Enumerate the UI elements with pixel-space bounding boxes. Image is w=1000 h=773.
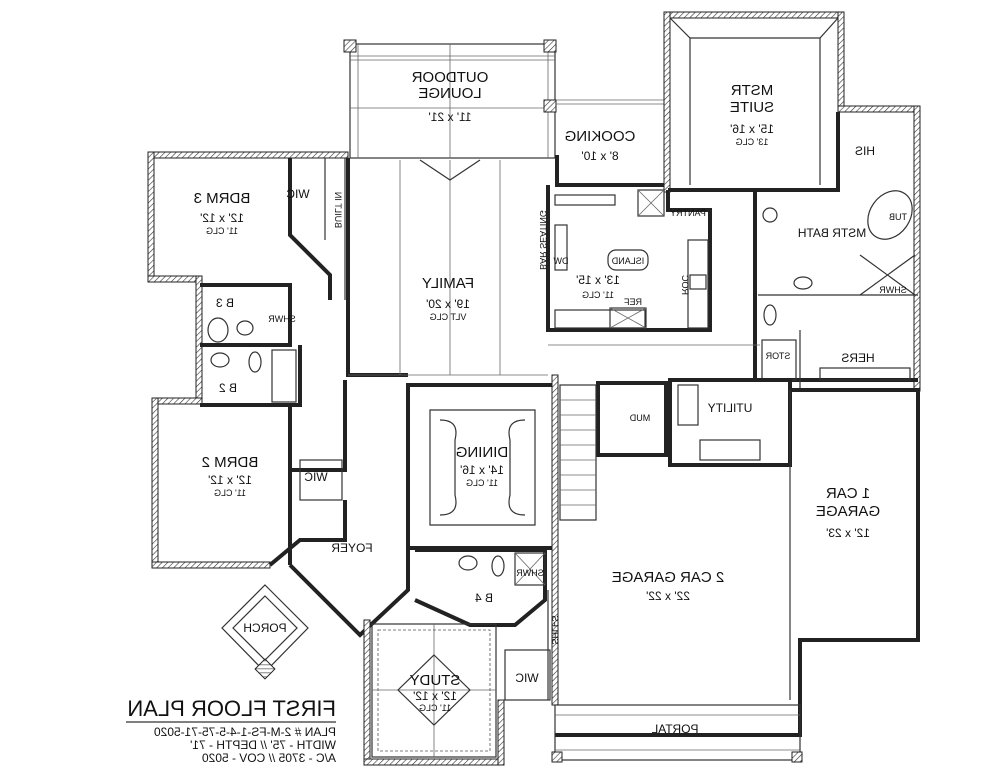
dining-dims: 14' x 16' <box>460 463 504 477</box>
wic-study-label: WIC <box>515 671 539 685</box>
master-wing <box>663 11 921 392</box>
kitchen-clg: 11' CLG <box>582 290 614 300</box>
b2-label: B 2 <box>219 381 237 395</box>
cooking-dims: 8' x 10' <box>581 149 618 163</box>
title-block: FIRST FLOOR PLAN PLAN # 2-M-FS-1-4-5-75-… <box>126 696 336 765</box>
outdoor-lounge-label-2: LOUNGE <box>418 85 481 102</box>
stor-label: STOR <box>765 351 790 361</box>
family-label: FAMILY <box>422 275 474 292</box>
mstr-bath-label: MSTR BATH <box>798 226 866 240</box>
mstr-suite-label-2: SUITE <box>730 99 774 116</box>
family-clg: VLT CLG <box>430 312 467 322</box>
bdrm3-label: BDRM 3 <box>194 190 251 207</box>
bdrm2-clg: 11' CLG <box>214 488 246 498</box>
cooking-label: COOKING <box>565 128 636 145</box>
porch-label: PORCH <box>243 621 286 635</box>
garage2-dims: 22' x 22' <box>646 589 690 603</box>
shlfs-label: SHLFS <box>550 615 560 644</box>
island-label: ISLAND <box>611 256 644 266</box>
wic2-label: WIC <box>304 470 328 484</box>
cooking-area <box>555 99 668 187</box>
kitchen-dims: 13' x 15' <box>576 273 620 287</box>
stairs <box>559 384 597 521</box>
left-wing <box>147 151 349 569</box>
family-room <box>346 158 760 377</box>
bdrm2-label: BDRM 2 <box>202 454 259 471</box>
family-dims: 19' x 20' <box>426 297 470 311</box>
mstr-suite-dims: 15' x 16' <box>730 122 774 136</box>
plan-title: FIRST FLOOR PLAN <box>127 696 336 721</box>
foyer-label: FOYER <box>331 541 373 555</box>
ref-label: REF <box>623 297 642 307</box>
bdrm3-clg: 11' CLG <box>206 226 238 236</box>
his-label: HIS <box>855 144 875 158</box>
outdoor-lounge-label: OUTDOOR <box>412 69 489 86</box>
shwr-master-label: SHWR <box>879 285 907 295</box>
hers-label: HERS <box>841 351 874 365</box>
roc-label: ROC <box>680 275 690 296</box>
entry <box>221 548 410 680</box>
plan-area: A/C - 3705 // COV - 5020 <box>202 751 336 765</box>
study-clg: 11' CLG <box>419 703 451 713</box>
pantry-label: PANTRY <box>670 208 706 218</box>
shwr-b3-label: SHWR <box>268 314 296 324</box>
study-label: STUDY <box>410 672 461 689</box>
wic3-label: WIC <box>286 187 310 201</box>
garage1-label: 1 CAR <box>826 485 870 502</box>
b4-label: B 4 <box>475 591 493 605</box>
bdrm3-dims: 12' x 12' <box>200 211 244 225</box>
plan-number: PLAN # 2-M-FS-1-4-5-75-71-5020 <box>154 725 336 739</box>
bdrm2-dims: 12' x 12' <box>208 473 252 487</box>
room-labels: OUTDOOR LOUNGE 11' x 21' COOKING 8' x 10… <box>194 69 907 736</box>
kitchen <box>546 185 712 332</box>
mud-label: MUD <box>629 413 650 423</box>
outdoor-lounge-dims: 11' x 21' <box>428 110 471 124</box>
garage1-dims: 12' x 23' <box>826 526 870 540</box>
garage-wing <box>551 374 920 763</box>
outdoor-lounge <box>343 39 557 159</box>
garage2-label: 2 CAR GARAGE <box>612 569 725 586</box>
portal-label: PORTAL <box>651 722 698 736</box>
study-wing <box>363 548 551 766</box>
dining-label: DINING <box>456 444 509 461</box>
dw-label: DW <box>553 256 568 266</box>
mstr-suite-clg: 13' CLG <box>736 137 769 147</box>
plan-dimensions: WIDTH - 75' // DEPTH - 71' <box>190 738 336 752</box>
garage1-label-2: GARAGE <box>816 503 880 520</box>
utility-label: UTILITY <box>708 401 753 415</box>
built-in-label: BUILT IN <box>333 192 343 228</box>
dining-clg: 11' CLG <box>466 478 498 488</box>
study-dims: 12' x 12' <box>413 689 457 703</box>
mstr-suite-label: MSTR <box>731 82 774 99</box>
b3-label: B 3 <box>216 296 234 310</box>
shwr-b4-label: SHWR <box>516 568 544 578</box>
bar-seating-label: BAR SEATING <box>538 210 548 270</box>
tub-label: TUB <box>889 212 907 222</box>
